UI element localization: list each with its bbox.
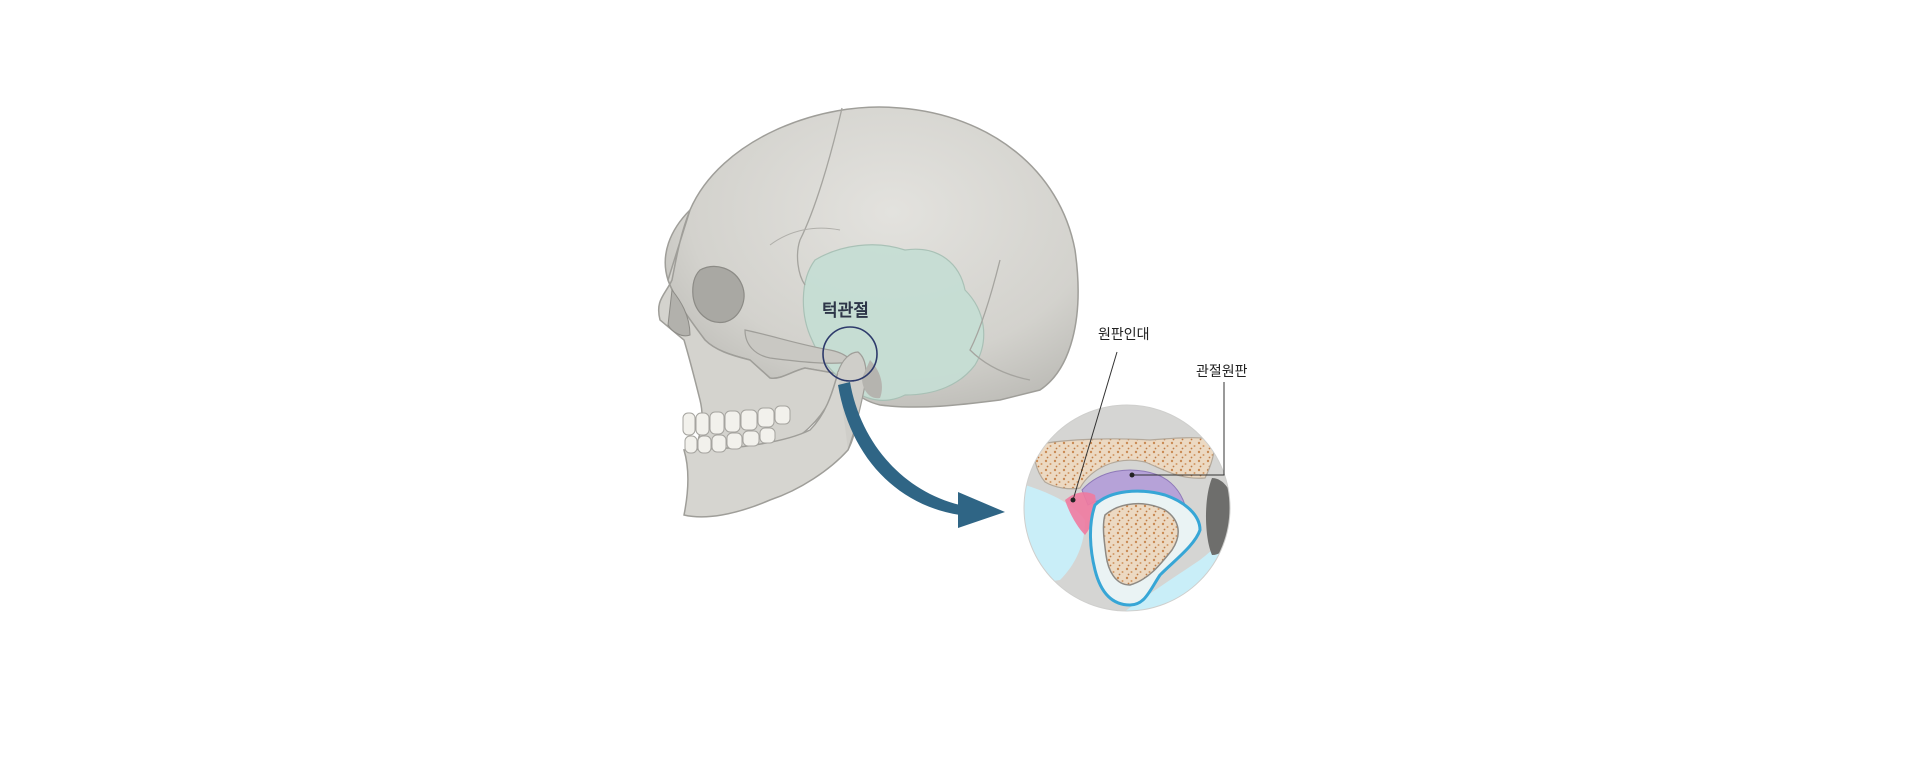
mastoid-process [862, 360, 882, 399]
lambdoid-suture [969, 259, 1031, 381]
articular-disc-label: 관절원판 [1196, 364, 1248, 380]
orbit [692, 265, 745, 323]
articular-disc-dot [1129, 472, 1135, 478]
disc-ligament-leader [1072, 351, 1118, 501]
tmj-label: 턱관절 [822, 300, 869, 321]
lower-teeth [684, 427, 776, 454]
disc-ligament-dot [1070, 497, 1076, 503]
nasal-cavity [667, 288, 691, 337]
upper-teeth [682, 405, 791, 436]
soft-tissue-left [1024, 478, 1085, 582]
disc-ligament [1065, 492, 1096, 535]
squamous-suture [769, 227, 841, 246]
joint-cross-section [1023, 404, 1231, 612]
ear-canal [1205, 478, 1230, 555]
leader-lines [1070, 351, 1225, 503]
articular-disc-leader [1132, 382, 1225, 476]
skull-illustration [658, 106, 1079, 518]
mandibular-condyle [1102, 502, 1179, 586]
curved-arrow-icon [838, 382, 1005, 528]
tmj-highlight-circle [822, 326, 878, 382]
temporal-fossa-bone [1033, 437, 1216, 490]
coronal-suture [796, 107, 843, 286]
disc-ligament-label: 원판인대 [1098, 327, 1150, 343]
inset-border [1023, 404, 1231, 612]
